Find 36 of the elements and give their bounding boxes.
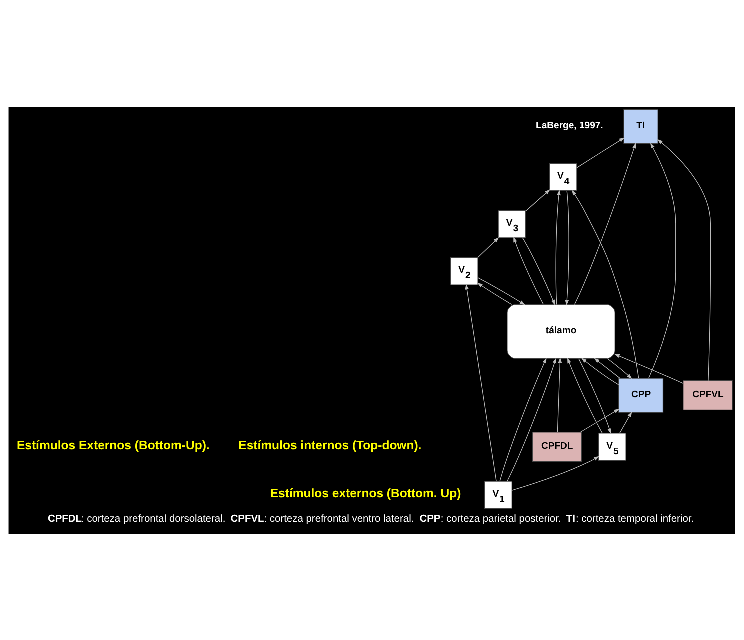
arrow [607, 358, 632, 379]
arrow [620, 411, 632, 434]
arrow [514, 236, 544, 304]
arrow [576, 137, 625, 168]
arrow [526, 189, 550, 212]
node-box: CPFVL [683, 380, 733, 410]
arrow [578, 358, 612, 434]
arrow [478, 236, 500, 258]
arrow [522, 237, 556, 306]
arrow [556, 189, 561, 305]
arrow [572, 190, 640, 378]
arrow [580, 408, 620, 432]
arrow [557, 357, 562, 432]
arrow [565, 190, 570, 306]
arrow [568, 357, 603, 434]
node-box: CPFDL [532, 432, 582, 462]
arrow [500, 358, 547, 482]
node-box: TI [624, 108, 658, 144]
node-box: CPP [618, 378, 664, 412]
arrow [581, 358, 620, 385]
arrow [614, 354, 684, 384]
arrow [594, 358, 620, 378]
arrow [658, 138, 711, 381]
arrow [478, 277, 526, 305]
arrow [507, 357, 557, 482]
label: Estímulos internos (Top-down). [238, 438, 422, 452]
node-box: tálamo [507, 304, 616, 359]
arrow [648, 142, 676, 378]
label: LaBerge, 1997. [536, 120, 604, 132]
arrow [512, 456, 600, 490]
label: Estímulos externos (Bottom. Up) [270, 486, 462, 500]
caption: CPFDL: corteza prefrontal dorsolateral. CPFVL: corteza prefrontal ventro lateral. CPP: corteza parietal posterior. TI: corteza temporal inferior. [48, 514, 694, 525]
label: Estímulos Externos (Bottom-Up). [16, 438, 210, 452]
arrow [465, 284, 497, 482]
arrow [574, 142, 636, 305]
arrow [477, 282, 512, 305]
